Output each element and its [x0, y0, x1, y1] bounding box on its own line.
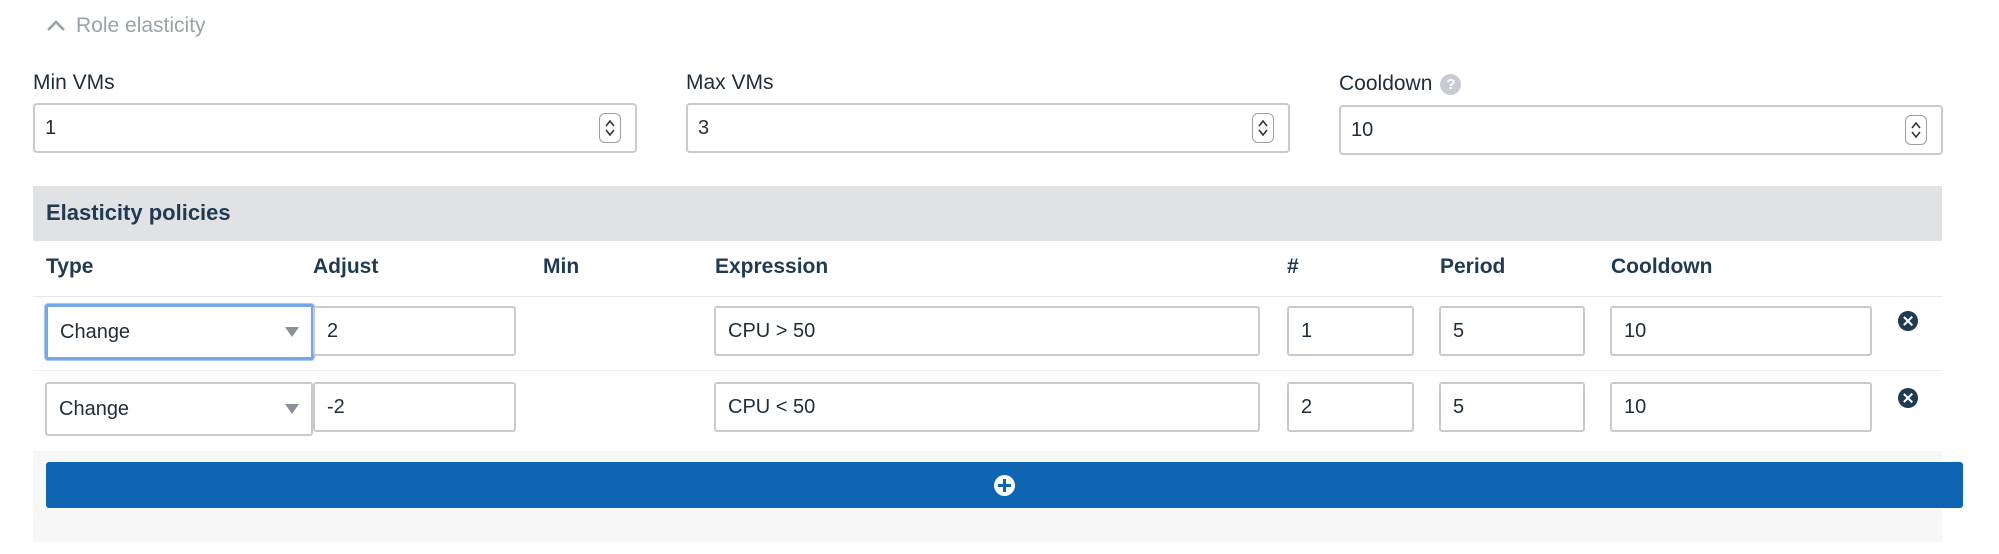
policy-period-input[interactable]: 5	[1439, 382, 1585, 432]
policy-adjust-input[interactable]: -2	[313, 382, 516, 432]
policy-adjust-input[interactable]: 2	[313, 306, 516, 356]
row-divider	[33, 370, 1942, 371]
section-title: Role elasticity	[76, 14, 206, 37]
policy-count-input[interactable]: 2	[1287, 382, 1414, 432]
col-expression: Expression	[715, 255, 829, 278]
caret-down-icon	[285, 327, 299, 337]
question-circle-icon[interactable]: ?	[1440, 73, 1462, 95]
policy-type-select[interactable]: Change	[45, 304, 314, 360]
max-vms-input[interactable]: 3	[686, 103, 1290, 153]
min-vms-stepper[interactable]	[599, 113, 621, 143]
cooldown-label: Cooldown ?	[1339, 72, 1462, 96]
times-circle-icon[interactable]	[1898, 311, 1918, 331]
chevron-up-icon	[46, 14, 66, 38]
policy-type-value: Change	[60, 320, 131, 343]
plus-circle-icon	[994, 474, 1015, 496]
max-vms-label: Max VMs	[686, 71, 774, 95]
min-vms-value: 1	[45, 116, 57, 139]
policy-cooldown-input[interactable]: 10	[1610, 306, 1872, 356]
caret-down-icon	[285, 404, 299, 414]
min-vms-label-text: Min VMs	[33, 71, 115, 94]
policy-type-value: Change	[59, 397, 130, 420]
cooldown-value: 10	[1351, 118, 1374, 141]
cooldown-label-text: Cooldown	[1339, 72, 1433, 95]
policies-title: Elasticity policies	[46, 200, 231, 225]
policy-count-input[interactable]: 1	[1287, 306, 1414, 356]
policy-expression-input[interactable]: CPU < 50	[714, 382, 1260, 432]
policies-header: Elasticity policies	[33, 186, 1942, 241]
header-divider	[33, 296, 1942, 297]
policy-period-input[interactable]: 5	[1439, 306, 1585, 356]
col-adjust: Adjust	[313, 255, 379, 278]
cooldown-input[interactable]: 10	[1339, 105, 1943, 155]
max-vms-value: 3	[698, 116, 710, 139]
col-cooldown: Cooldown	[1611, 255, 1713, 278]
policy-expression-input[interactable]: CPU > 50	[714, 306, 1260, 356]
min-vms-input[interactable]: 1	[33, 103, 637, 153]
col-period: Period	[1440, 255, 1506, 278]
add-policy-button[interactable]	[46, 462, 1963, 508]
max-vms-label-text: Max VMs	[686, 71, 774, 94]
col-type: Type	[46, 255, 94, 278]
times-circle-icon[interactable]	[1898, 388, 1918, 408]
cooldown-stepper[interactable]	[1905, 115, 1927, 145]
max-vms-stepper[interactable]	[1252, 113, 1274, 143]
min-vms-label: Min VMs	[33, 71, 115, 95]
col-min: Min	[543, 255, 580, 278]
col-count: #	[1287, 255, 1299, 278]
policy-cooldown-input[interactable]: 10	[1610, 382, 1872, 432]
role-elasticity-toggle[interactable]: Role elasticity	[46, 14, 206, 38]
policy-type-select[interactable]: Change	[45, 382, 313, 436]
